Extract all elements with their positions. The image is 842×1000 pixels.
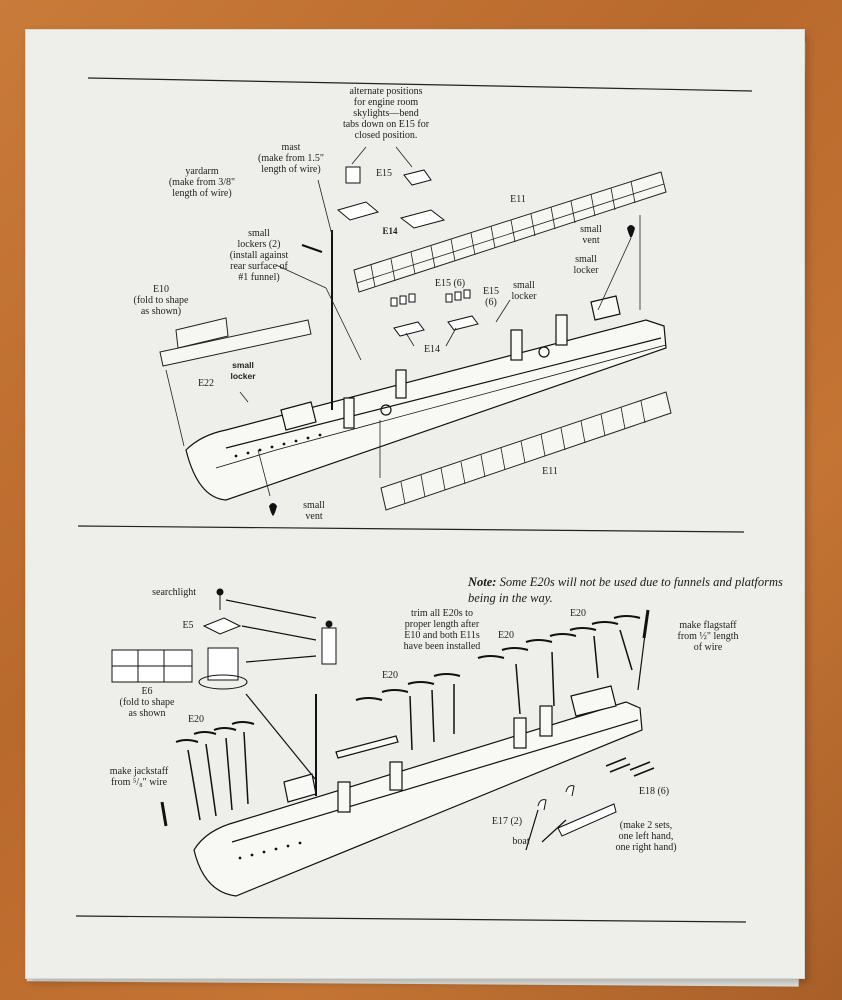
label-e15-6: E15 (6) bbox=[434, 278, 466, 289]
label-e20-c: E20 bbox=[381, 670, 399, 681]
label-e20-a: E20 bbox=[569, 608, 587, 619]
label-small-locker-mid: small locker bbox=[511, 280, 537, 302]
diagram-artwork bbox=[75, 77, 753, 923]
label-e22: E22 bbox=[197, 378, 215, 389]
label-trim: trim all E20s to proper length after E10… bbox=[403, 608, 481, 652]
jackstaff-wire bbox=[160, 801, 168, 827]
label-boat: boat bbox=[512, 836, 530, 847]
label-small-vent-bottom: small vent bbox=[303, 500, 325, 522]
label-e17: E17 (2) bbox=[491, 816, 523, 827]
label-e20-d: E20 bbox=[187, 714, 205, 725]
label-e10: E10 (fold to shape as shown) bbox=[133, 284, 189, 317]
e14-e15-parts-mid bbox=[390, 289, 479, 337]
e11-strip-top bbox=[353, 171, 667, 293]
e20-arrows bbox=[187, 629, 633, 821]
middle-rule bbox=[77, 525, 745, 533]
yardarm-wire bbox=[301, 244, 323, 253]
label-e14-mid: E14 bbox=[423, 344, 441, 355]
label-skylights: alternate positions for engine room skyl… bbox=[342, 86, 430, 141]
top-rule bbox=[87, 77, 753, 92]
small-vent-icons bbox=[269, 225, 635, 516]
assembly-note: Note: Some E20s will not be used due to … bbox=[468, 574, 788, 606]
flagstaff-wire bbox=[642, 609, 650, 639]
label-small-vent-right: small vent bbox=[580, 224, 602, 246]
label-e15-6b: E15 (6) bbox=[482, 286, 500, 308]
e10-strip bbox=[159, 317, 312, 367]
boat-part bbox=[537, 785, 617, 837]
ship-hull-top bbox=[185, 295, 667, 501]
label-e14-top: E14 bbox=[382, 226, 398, 236]
label-small-locker-right: small locker bbox=[573, 254, 599, 276]
e11-strip-bottom bbox=[380, 391, 672, 511]
label-sets: (make 2 sets, one left hand, one right h… bbox=[615, 820, 677, 853]
bottom-rule bbox=[75, 915, 747, 923]
label-e11-top: E11 bbox=[510, 194, 526, 205]
label-e20-b: E20 bbox=[497, 630, 515, 641]
label-searchlight: searchlight bbox=[152, 587, 196, 598]
label-e11-bottom: E11 bbox=[542, 466, 558, 477]
label-mast: mast (make from 1.5" length of wire) bbox=[257, 142, 324, 175]
label-e5: E5 bbox=[182, 620, 194, 631]
instruction-sheet: alternate positions for engine room skyl… bbox=[26, 30, 804, 978]
label-e15-top: E15 bbox=[375, 168, 393, 179]
label-flagstaff: make flagstaff from ½" length of wire bbox=[677, 620, 739, 653]
label-small-locker-bold: small locker bbox=[230, 360, 256, 381]
e15-parts-top bbox=[336, 166, 446, 229]
label-e18: E18 (6) bbox=[638, 786, 670, 797]
note-prefix: Note: bbox=[468, 575, 497, 589]
label-yardarm: yardarm (make from 3/8" length of wire) bbox=[168, 166, 236, 199]
e20-arcs bbox=[175, 615, 641, 743]
ship-hull-bottom bbox=[193, 685, 643, 897]
note-text: Some E20s will not be used due to funnel… bbox=[468, 575, 783, 605]
e5-searchlight-parts bbox=[202, 588, 337, 665]
label-small-lockers-2: small lockers (2) (install against rear … bbox=[229, 228, 289, 283]
label-e6: E6 (fold to shape as shown bbox=[119, 686, 175, 719]
leader-lines-top bbox=[165, 146, 641, 497]
e6-assembly bbox=[111, 647, 248, 690]
label-jackstaff: make jackstaff from ⁵/₈" wire bbox=[109, 766, 169, 788]
e18-parts bbox=[605, 757, 655, 777]
